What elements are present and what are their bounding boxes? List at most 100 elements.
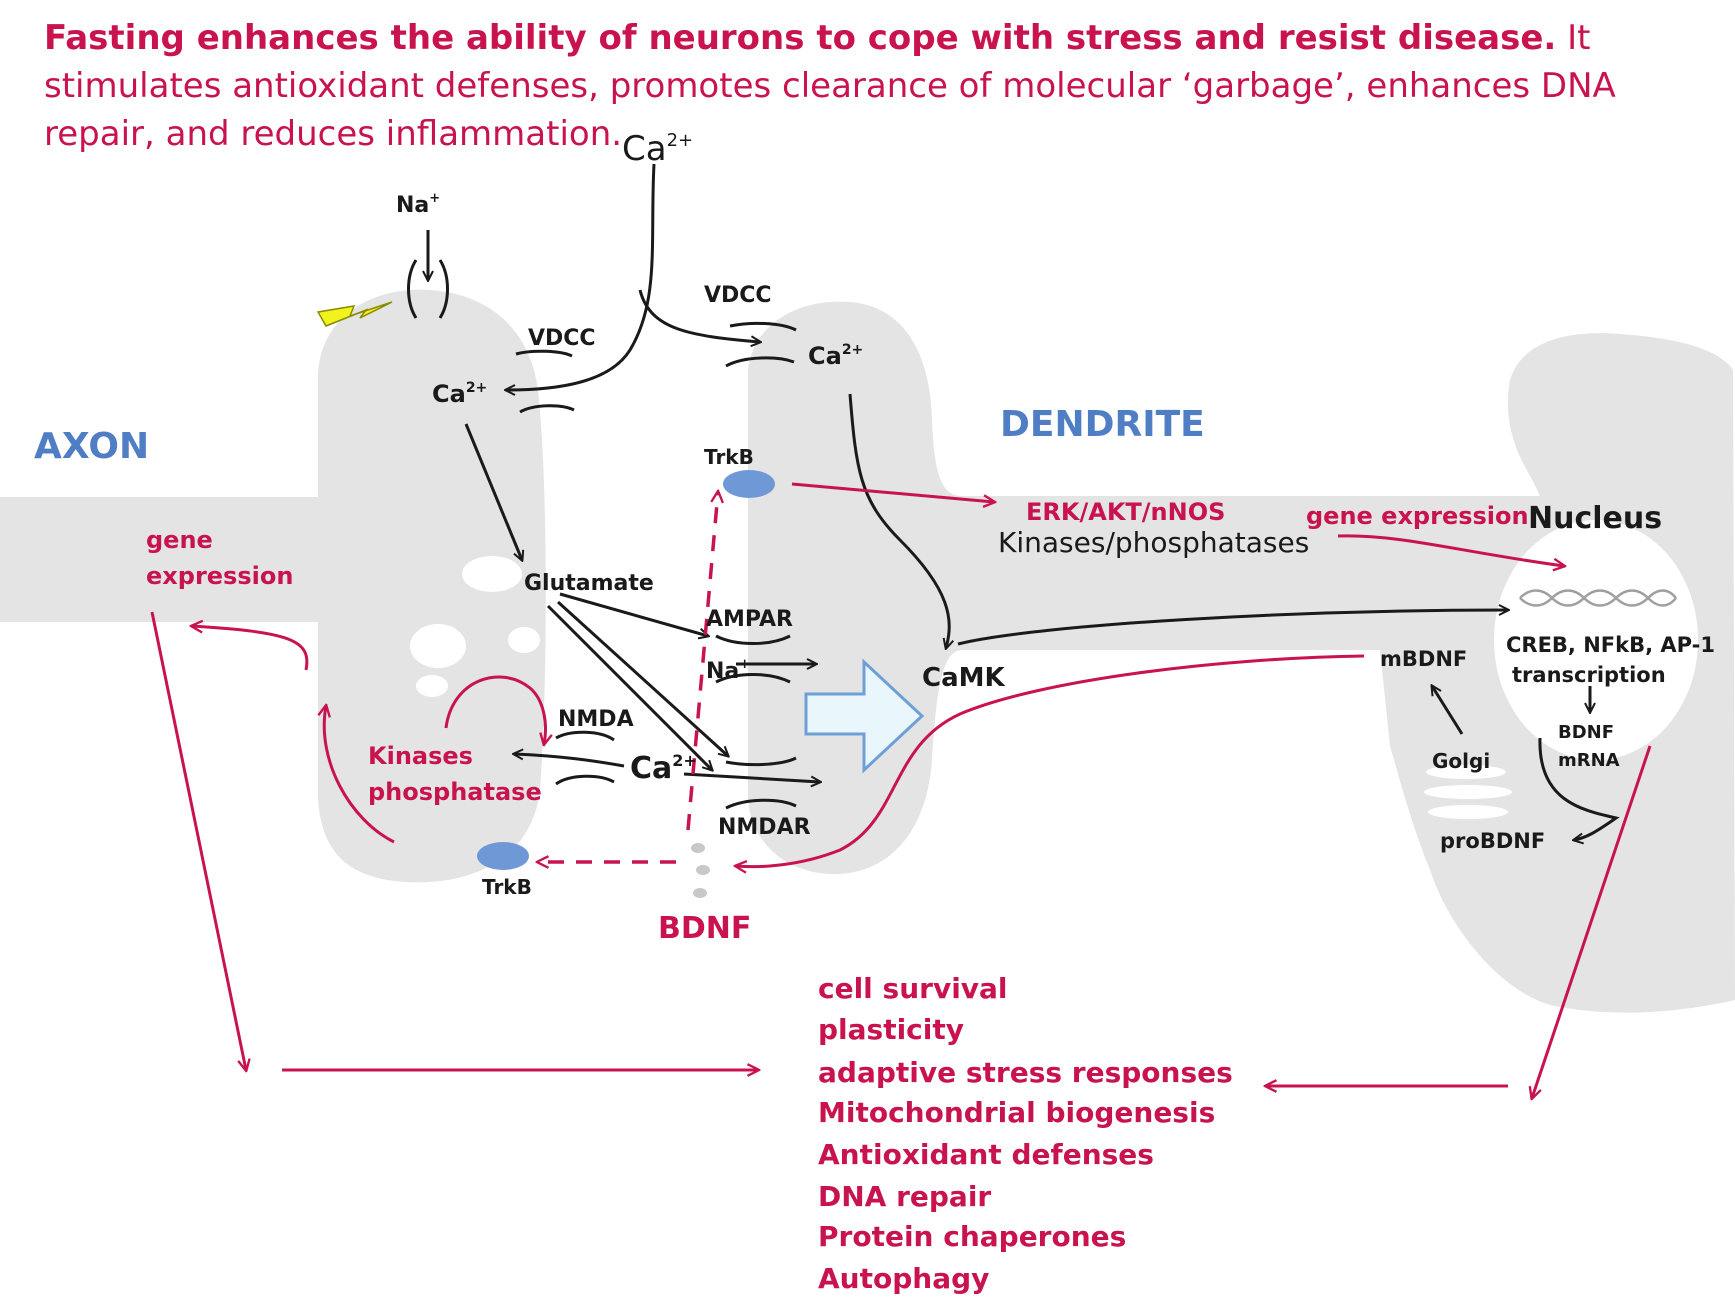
vdcc-axon-channel xyxy=(519,404,575,414)
vdcc-dendrite-channel xyxy=(729,321,797,332)
vesicle xyxy=(416,675,448,697)
nmdar-channel xyxy=(725,798,797,810)
ca-dendrite-label: Ca2+ xyxy=(808,342,863,370)
kinases-phosphatases-label: Kinases/phosphatases xyxy=(998,526,1309,559)
nucleus-label: Nucleus xyxy=(1528,501,1662,536)
nmda-axon-channel xyxy=(555,774,615,786)
transcription-label: transcription xyxy=(1512,663,1666,687)
trkb-bottom-label: TrkB xyxy=(482,875,532,899)
nmdar-label: NMDAR xyxy=(718,815,811,840)
ca-axon-label: Ca2+ xyxy=(432,380,487,408)
na-channel xyxy=(407,259,418,319)
bdnf-dashed-arrows xyxy=(538,492,718,862)
na-mid-label: Na+ xyxy=(706,657,750,684)
dendrite-label: DENDRITE xyxy=(1000,404,1205,445)
glutamate-to-nmdar-arrow-2 xyxy=(546,604,712,770)
bdnf-mrna-label-2: mRNA xyxy=(1558,750,1620,771)
nucleus-to-outcomes-arrow xyxy=(1532,745,1652,1098)
nmda-loop-arrow xyxy=(444,675,545,744)
ca-to-kinases-arrow xyxy=(514,754,625,768)
vesicle xyxy=(508,627,540,653)
glutamate-to-ampar-arrow xyxy=(559,592,708,636)
glutamate-label: Glutamate xyxy=(524,571,654,596)
vesicle xyxy=(462,556,522,592)
red-arrows xyxy=(150,482,1652,1098)
na-top-label: Na+ xyxy=(396,191,440,218)
ca-top-label: Ca2+ xyxy=(622,129,693,169)
erk-to-nucleus-arrow xyxy=(1337,534,1564,566)
bdnf-molecules xyxy=(691,843,710,898)
camk-label: CaMK xyxy=(922,663,1005,693)
golgi-to-mbdnf-arrow xyxy=(1432,686,1464,735)
trkb-to-erk-arrow xyxy=(791,482,994,502)
outcome-item: adaptive stress responses xyxy=(818,1056,1233,1089)
dendrite-shaft xyxy=(748,301,1735,1013)
outcome-item: Antioxidant defenses xyxy=(818,1138,1154,1171)
axon-terminal xyxy=(318,289,546,883)
phosphatase-label: phosphatase xyxy=(368,778,542,806)
axon-shaft xyxy=(0,497,320,622)
outcome-item: DNA repair xyxy=(818,1180,991,1213)
depolarization-arrow-icon xyxy=(804,658,925,774)
ampar-label: AMPAR xyxy=(706,607,793,632)
mrna-to-probdnf-arrow xyxy=(1538,737,1620,840)
outcome-item: Autophagy xyxy=(818,1262,989,1295)
nmda-label: NMDA xyxy=(558,707,634,732)
title-lead: Fasting enhances the ability of neurons … xyxy=(44,18,1557,58)
nmda-axon-channel xyxy=(555,730,615,742)
ca-mid-label: Ca2+ xyxy=(630,751,697,786)
dna-helix-icon xyxy=(1519,589,1677,607)
bdnf-to-trkb-dendrite-arrow xyxy=(686,492,718,831)
mbdnf-label: mBDNF xyxy=(1380,647,1467,671)
channels xyxy=(407,259,797,810)
ca-nmdar-arrow xyxy=(683,772,820,782)
trkb-receptor-dendrite xyxy=(723,470,775,498)
ca-to-dendrite-arrow xyxy=(638,289,760,342)
na-channel xyxy=(438,259,449,319)
kinases-to-gene-arrow-1 xyxy=(324,706,395,844)
gene-expression-right-label: gene expression xyxy=(1306,502,1529,530)
axon-label: AXON xyxy=(34,426,149,467)
mbdnf-to-bdnf-arrow xyxy=(736,654,1365,867)
outcomes-list: cell survival plasticity adaptive stress… xyxy=(818,972,1233,1295)
creb-label: CREB, NFkB, AP-1 xyxy=(1506,633,1715,657)
action-potential-bolt-icon xyxy=(316,301,393,327)
bdnf-mrna-label: BDNF xyxy=(1558,722,1614,743)
vdcc-axon-channel xyxy=(515,349,573,358)
golgi-label: Golgi xyxy=(1432,749,1490,773)
vdcc-dendrite-label: VDCC xyxy=(704,283,772,308)
nmdar-channel xyxy=(725,756,797,767)
gene-expression-down-arrow xyxy=(150,611,246,1070)
outcome-item: plasticity xyxy=(818,1013,964,1046)
membrane-shapes xyxy=(0,289,1735,1013)
kinases-label: Kinases xyxy=(368,742,473,770)
golgi-cisterna xyxy=(1424,785,1512,799)
ampar-channel xyxy=(715,673,791,684)
page-title: Fasting enhances the ability of neurons … xyxy=(44,14,1684,158)
trkb-receptor-axon xyxy=(477,842,529,870)
probdnf-label: proBDNF xyxy=(1440,829,1545,853)
ca-to-axon-arrow xyxy=(506,163,656,390)
ca-dendrite-to-camk-arrow xyxy=(848,393,949,648)
black-arrows xyxy=(428,163,1620,840)
erk-label: ERK/AKT/nNOS xyxy=(1026,498,1225,526)
kinases-to-gene-arrow-2 xyxy=(192,626,309,671)
title-rest: It stimulates antioxidant defenses, prom… xyxy=(44,18,1616,154)
glutamate-to-nmdar-arrow xyxy=(556,600,728,756)
bdnf-label: BDNF xyxy=(658,911,751,946)
gene-expression-left-label-2: expression xyxy=(146,562,293,590)
golgi-cisterna xyxy=(1428,805,1508,819)
vdcc-axon-label: VDCC xyxy=(528,326,596,351)
nucleus xyxy=(1494,520,1698,760)
ampar-channel xyxy=(715,634,791,645)
trkb-top-label: TrkB xyxy=(704,445,754,469)
camk-to-nucleus-arrow xyxy=(957,610,1508,646)
golgi-cisterna xyxy=(1426,765,1506,779)
labels: Ca2+ Na+ VDCC VDCC Ca2+ Ca2+ AXON DENDRI… xyxy=(34,129,1715,946)
outcome-item: Mitochondrial biogenesis xyxy=(818,1096,1215,1129)
ca-to-glutamate-arrow xyxy=(464,423,522,560)
gene-expression-left-label: gene xyxy=(146,526,213,554)
outcome-item: Protein chaperones xyxy=(818,1220,1126,1253)
